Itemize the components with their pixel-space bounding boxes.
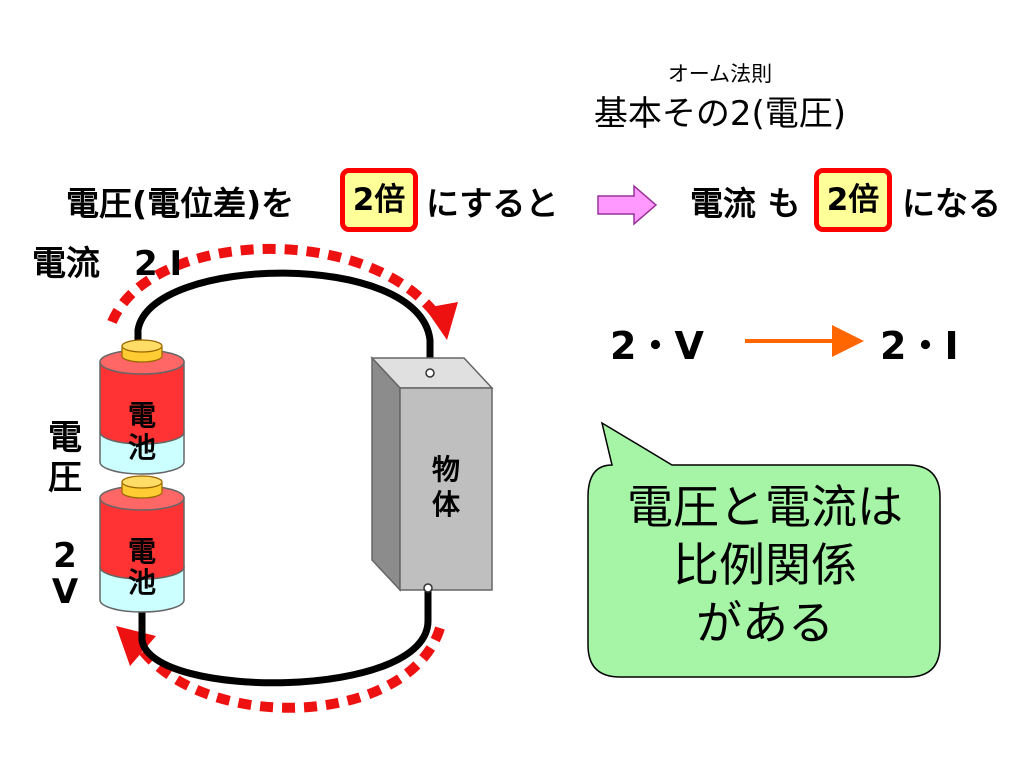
battery-lower-label-top: 電 bbox=[127, 535, 156, 568]
statement-becomes: になる bbox=[902, 184, 1001, 223]
terminal-bottom bbox=[423, 583, 433, 593]
terminal-top bbox=[425, 368, 435, 378]
bubble-line-3: がある bbox=[696, 596, 834, 650]
statement-voltage: 電圧(電位差)を bbox=[66, 184, 295, 223]
subtitle-ohms-law: オーム法則 bbox=[667, 62, 773, 86]
voltage-label-char-1: 電 bbox=[48, 418, 82, 458]
bubble-line-1: 電圧と電流は bbox=[627, 480, 903, 534]
voltage-label-char-2: 圧 bbox=[48, 458, 82, 498]
battery-upper-label-bottom: 池 bbox=[127, 431, 156, 464]
relation-current: 2・I bbox=[880, 324, 959, 368]
double-badge-voltage: 2倍 bbox=[340, 168, 418, 232]
battery-lower-label-bottom: 池 bbox=[127, 566, 156, 599]
double-badge-current: 2倍 bbox=[814, 168, 892, 232]
current-flow-arc-bottom bbox=[138, 626, 445, 713]
statement-current: 電流 も bbox=[690, 184, 801, 223]
wire-bottom bbox=[138, 584, 432, 687]
statement-if: にすると bbox=[426, 184, 559, 223]
speech-bubble bbox=[587, 421, 941, 678]
current-flow-arc-top bbox=[107, 244, 445, 325]
object-label-char-1: 物 bbox=[431, 453, 460, 486]
page-title: 基本その2(電圧) bbox=[593, 94, 847, 134]
object-label-char-2: 体 bbox=[431, 488, 460, 521]
bubble-line-2: 比例関係 bbox=[673, 538, 857, 592]
relation-voltage: 2・V bbox=[610, 324, 704, 368]
battery-lower bbox=[99, 475, 185, 613]
pink-arrow-icon bbox=[597, 184, 658, 226]
battery-upper bbox=[99, 339, 185, 475]
current-flow-arrowhead-bottom bbox=[116, 626, 156, 666]
bubble-text: 電圧と電流は 比例関係 がある bbox=[590, 478, 940, 652]
voltage-label-unit: V bbox=[51, 572, 79, 612]
current-label: 電流 2 I bbox=[32, 244, 183, 284]
wire-top bbox=[134, 269, 434, 376]
object-box bbox=[370, 356, 494, 592]
voltage-label-value: 2 bbox=[53, 536, 77, 576]
current-flow-arrowhead-top bbox=[425, 302, 458, 340]
battery-upper-label-top: 電 bbox=[127, 399, 156, 432]
